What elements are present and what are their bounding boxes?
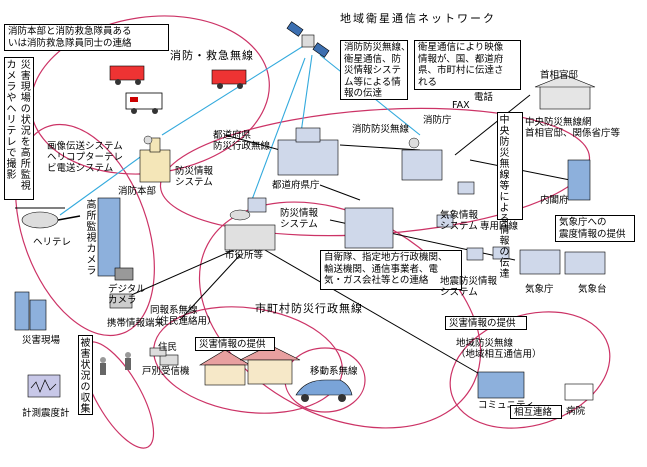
link-sat-city	[249, 57, 306, 206]
label-cabinet: 内閣府	[540, 195, 569, 206]
box-disaster-info-1: 災害情報の提供	[195, 337, 275, 351]
label-quake-system: 地震防災情報 システム	[440, 276, 498, 298]
label-fire-agency: 消防庁	[423, 115, 452, 126]
fire-agency-building-icon	[401, 137, 443, 181]
label-community: コミュニティ	[478, 400, 535, 411]
box-fire-hq-comm: 消防本部と消防救急隊員ある いは消防救急隊員同士の連絡	[4, 24, 169, 51]
box-damage-collect: 被害状況の収集	[78, 335, 93, 415]
label-digital-camera: デジタル カメラ	[108, 284, 146, 306]
box-camera-col2: 災害現場の状況を高所監視	[20, 60, 31, 192]
label-jma-agency: 気象庁	[525, 284, 554, 295]
label-muni-radio: 市町村防災行政無線	[255, 302, 363, 315]
link-fire-heli	[59, 149, 151, 216]
houses-icon	[198, 344, 301, 386]
label-central-radio: 中央防災無線網 首相官邸、関係省庁等	[525, 117, 621, 139]
box-camera-col1: カメラやヘリテレで撮影	[6, 60, 17, 181]
jma-building-icon	[519, 249, 606, 275]
box-central-radio: 中央防災無線等による 情報の伝達	[497, 112, 523, 280]
arrow-pref-quake	[319, 184, 361, 201]
ambulance-icon	[125, 92, 163, 114]
label-broadcast-radio: 同報系無線 （住民連絡用）	[150, 305, 217, 327]
hospital-building-icon	[564, 383, 594, 401]
cabinet-office-building-icon	[567, 159, 591, 201]
box-collect-col: 被害状況の収集	[80, 338, 91, 415]
pref-office-building-icon	[277, 127, 339, 176]
box-agencies: 自衛隊、指定地方行政機関、 輸送機関、通信事業者、電 気・ガス会社等との連絡	[320, 250, 462, 290]
label-jma-observatory: 気象台	[578, 284, 607, 295]
label-dedicated-line: 専用回線	[480, 221, 519, 232]
label-pref-radio: 都道府県 防災行政無線	[213, 130, 271, 152]
label-high-camera: 高所監視カメラ	[86, 200, 97, 277]
label-pm-office: 首相官邸	[540, 70, 579, 81]
fire-hq-building-icon	[139, 135, 171, 183]
computer-icon	[247, 181, 510, 261]
person-icon	[100, 352, 131, 375]
label-regional-radio: 地域防災無線 （地域相互通信用）	[456, 338, 542, 360]
label-hospital: 病院	[566, 406, 586, 417]
label-jma-system: 気象情報 システム	[440, 210, 479, 232]
link-sat-fire	[161, 44, 306, 136]
label-disaster-site: 災害現場	[22, 335, 61, 346]
label-phone: 電話	[474, 92, 494, 103]
disaster-site-icon	[14, 291, 47, 331]
satellite-icon	[286, 21, 330, 58]
box-central-col2: 情報の伝達	[499, 225, 510, 280]
car-icon	[295, 379, 353, 402]
fire-engine-icon	[109, 65, 247, 89]
arrow-pref-agency	[339, 144, 421, 151]
arrow-fire-pref	[224, 134, 281, 151]
label-disaster-info-sys2: 防災情報 システム	[280, 208, 319, 230]
arrow-agency-pm	[454, 94, 531, 156]
label-disaster-info-sys: 防災情報 システム	[175, 166, 214, 188]
ellipse-disaster-site	[15, 123, 155, 337]
helicopter-icon	[15, 207, 81, 229]
digital-camera-icon	[114, 267, 134, 281]
high-camera-tower-icon	[97, 197, 121, 277]
box-camera-watch: カメラやヘリテレで撮影 災害現場の状況を高所監視	[4, 57, 34, 200]
community-building-icon	[477, 371, 525, 399]
box-mutual-contact: 相互連絡	[510, 405, 562, 419]
network-title: 地域衛星通信ネットワーク	[340, 12, 496, 25]
mobile-terminal-icon	[109, 293, 133, 309]
ellipse-broadcast	[153, 306, 343, 414]
household-receiver-icon	[149, 347, 179, 366]
label-fire-radio: 消防・救急無線	[170, 49, 254, 62]
link-sat-pref	[299, 54, 313, 141]
box-jma-info: 気象庁への 震度情報の提供	[555, 215, 635, 242]
box-fire-sat: 消防防災無線、 衛星通信、防 災情報システ ム等による情 報の伝達	[340, 40, 411, 100]
label-seismometer: 計測震度計	[22, 408, 70, 419]
seismometer-icon	[27, 374, 61, 398]
label-fire-hq: 消防本部	[118, 186, 157, 197]
arrow-city-broadcast	[179, 254, 241, 321]
label-heli-system: 画像伝送システム ヘリコプターテレ ビ電送システム	[47, 141, 124, 174]
label-city-hall: 市役所等	[225, 250, 264, 261]
box-disaster-info-2: 災害情報の提供	[445, 316, 527, 330]
label-residents: 住民	[158, 342, 178, 353]
label-fire-disaster-radio: 消防防災無線	[352, 124, 410, 135]
city-hall-building-icon	[224, 209, 276, 251]
label-household-receiver: 戸別受信機	[142, 366, 190, 377]
pm-office-building-icon	[534, 74, 596, 110]
label-heli-tele: ヘリテレ	[33, 237, 72, 248]
label-mobile-terminal: 携帯情報端末	[107, 318, 165, 329]
box-sat-video: 衛星通信により映像 情報が、国、都道府 県、市町村に伝達さ れる	[414, 40, 521, 90]
quake-system-building-icon	[344, 207, 394, 249]
arrow-city-community	[264, 249, 491, 381]
box-central-col1: 中央防災無線等による	[499, 115, 510, 225]
arrow-city-mobile	[119, 244, 246, 301]
label-mobile-radio: 移動系無線	[310, 366, 358, 377]
label-fax: FAX	[452, 100, 470, 111]
label-pref-office: 都道府県庁	[272, 180, 320, 191]
